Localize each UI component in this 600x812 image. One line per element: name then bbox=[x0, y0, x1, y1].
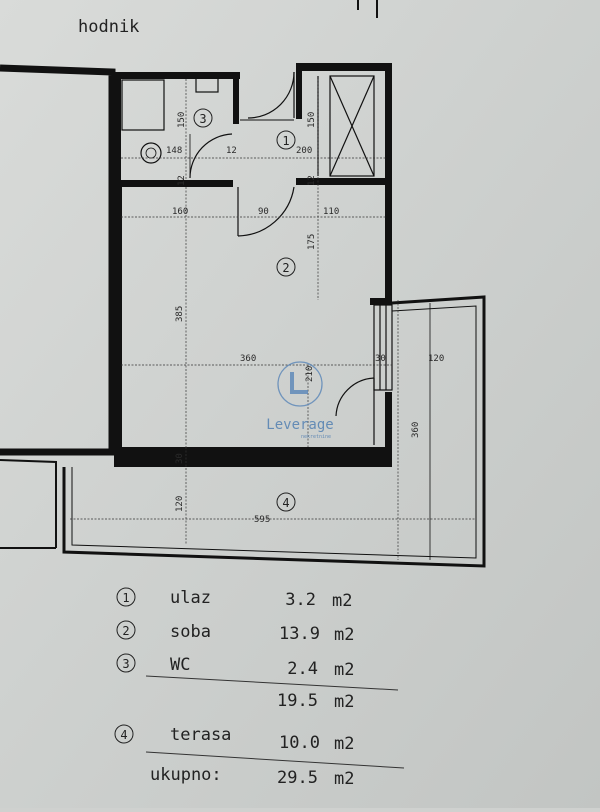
legend-terrace-row: 4 terasa 10.0 m2 bbox=[114, 724, 354, 754]
legend-room-name: soba bbox=[170, 622, 211, 642]
room-marker-3-label: 3 bbox=[199, 112, 206, 126]
shower-tray bbox=[121, 79, 165, 131]
total-unit: m2 bbox=[334, 769, 354, 789]
room-marker-2: 2 bbox=[276, 257, 296, 277]
dim-label: 110 bbox=[323, 207, 339, 217]
legend-unit: m2 bbox=[332, 591, 352, 611]
legend-row: 3 WC 2.4 m2 bbox=[116, 653, 354, 680]
neighbor-walls bbox=[0, 0, 378, 549]
window-right bbox=[373, 304, 393, 391]
logo-subtext: nekretnine bbox=[301, 434, 331, 440]
total-label: ukupno: bbox=[150, 765, 222, 785]
dim-label: 175 bbox=[307, 234, 317, 250]
legend-room-area: 3.2 bbox=[285, 590, 316, 610]
washbasin bbox=[195, 77, 219, 93]
legend-room-area: 13.9 bbox=[279, 624, 320, 644]
dim-label: 150 bbox=[307, 112, 317, 128]
dimension-lines bbox=[70, 79, 476, 560]
legend-subtotal: 19.5 m2 bbox=[277, 691, 354, 712]
dim-label: 160 bbox=[172, 207, 188, 217]
dim-label: 12 bbox=[226, 146, 237, 156]
room-marker-1: 1 bbox=[276, 130, 296, 150]
subtotal-rule bbox=[145, 675, 399, 691]
dim-label: 120 bbox=[175, 496, 185, 512]
dim-label: 360 bbox=[411, 422, 421, 438]
dim-label: 30 bbox=[375, 354, 386, 364]
legend-marker: 2 bbox=[122, 624, 129, 638]
room-marker-4: 4 bbox=[276, 492, 296, 512]
apartment-walls bbox=[114, 63, 392, 467]
dim-label: 12 bbox=[307, 175, 317, 186]
dimension-labels: 150 148 12 150 200 12 12 160 90 110 175 … bbox=[166, 112, 444, 525]
legend-marker: 3 bbox=[122, 657, 129, 671]
total-value: 29.5 bbox=[277, 768, 318, 788]
dim-label: 12 bbox=[177, 175, 187, 186]
doors bbox=[189, 71, 375, 445]
room-marker-2-label: 2 bbox=[282, 261, 289, 275]
watermark-logo: Leverage nekretnine bbox=[266, 361, 334, 440]
room-marker-3: 3 bbox=[193, 108, 213, 128]
legend-unit: m2 bbox=[334, 625, 354, 645]
legend-room-name: ulaz bbox=[170, 588, 211, 608]
area-legend: 1 ulaz 3.2 m2 2 soba 13.9 m2 3 WC 2.4 m2… bbox=[114, 587, 405, 789]
subtotal-unit: m2 bbox=[334, 692, 354, 712]
legend-row: 1 ulaz 3.2 m2 bbox=[116, 587, 352, 611]
legend-room-name: terasa bbox=[170, 725, 231, 745]
logo-text: Leverage bbox=[266, 417, 333, 433]
legend-total: ukupno: 29.5 m2 bbox=[150, 765, 354, 789]
legend-room-name: WC bbox=[170, 655, 190, 675]
room-marker-4-label: 4 bbox=[282, 496, 289, 510]
toilet-bowl bbox=[140, 142, 162, 164]
room-marker-1-label: 1 bbox=[282, 134, 289, 148]
dim-label: 385 bbox=[175, 306, 185, 322]
legend-room-area: 10.0 bbox=[279, 733, 320, 753]
dim-label: 595 bbox=[254, 515, 270, 525]
subtotal-value: 19.5 bbox=[277, 691, 318, 711]
dim-label: 90 bbox=[258, 207, 269, 217]
dim-label: 360 bbox=[240, 354, 256, 364]
legend-unit: m2 bbox=[334, 734, 354, 754]
legend-row: 2 soba 13.9 m2 bbox=[116, 620, 354, 645]
dim-label: 210 bbox=[305, 366, 315, 382]
dim-label: 200 bbox=[296, 146, 312, 156]
corridor-label: hodnik bbox=[78, 17, 139, 37]
legend-marker: 4 bbox=[120, 728, 127, 742]
dim-label: 148 bbox=[166, 146, 182, 156]
legend-marker: 1 bbox=[122, 591, 129, 605]
legend-unit: m2 bbox=[334, 660, 354, 680]
total-rule bbox=[145, 751, 405, 769]
dim-label: 120 bbox=[428, 354, 444, 364]
legend-room-area: 2.4 bbox=[287, 659, 318, 679]
dim-label: 30 bbox=[175, 453, 185, 464]
dim-label: 150 bbox=[177, 112, 187, 128]
